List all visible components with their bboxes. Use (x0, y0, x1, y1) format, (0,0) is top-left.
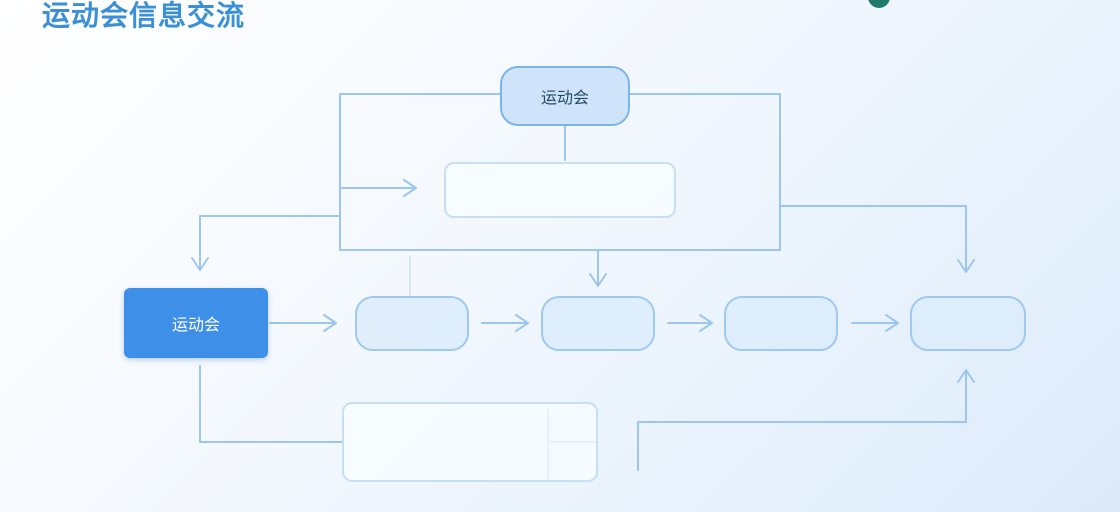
arrow-to-sub-top (339, 179, 417, 197)
main-to-bottom-line (199, 365, 343, 443)
branch-left-line (191, 215, 341, 271)
node-step2[interactable] (541, 296, 655, 351)
arrow-main-step1 (269, 314, 337, 332)
arrow-step3-step4 (851, 314, 899, 332)
top-bracket-line (339, 93, 781, 251)
node-top[interactable]: 运动会 (500, 66, 630, 126)
logo-icon (868, 0, 890, 8)
node-main[interactable]: 运动会 (124, 288, 268, 358)
node-step4[interactable] (910, 296, 1026, 351)
node-bottom[interactable] (342, 402, 598, 482)
node-step1[interactable] (355, 296, 469, 351)
node-step3[interactable] (724, 296, 838, 351)
arrow-step1-step2 (481, 314, 529, 332)
node-sub-top[interactable] (444, 162, 676, 218)
drop-to-step2-line (589, 249, 607, 287)
return-to-step4-line (637, 369, 975, 471)
arrow-step2-step3 (667, 314, 713, 332)
branch-right-line (779, 205, 975, 273)
page-title: 运动会信息交流 (42, 0, 246, 32)
